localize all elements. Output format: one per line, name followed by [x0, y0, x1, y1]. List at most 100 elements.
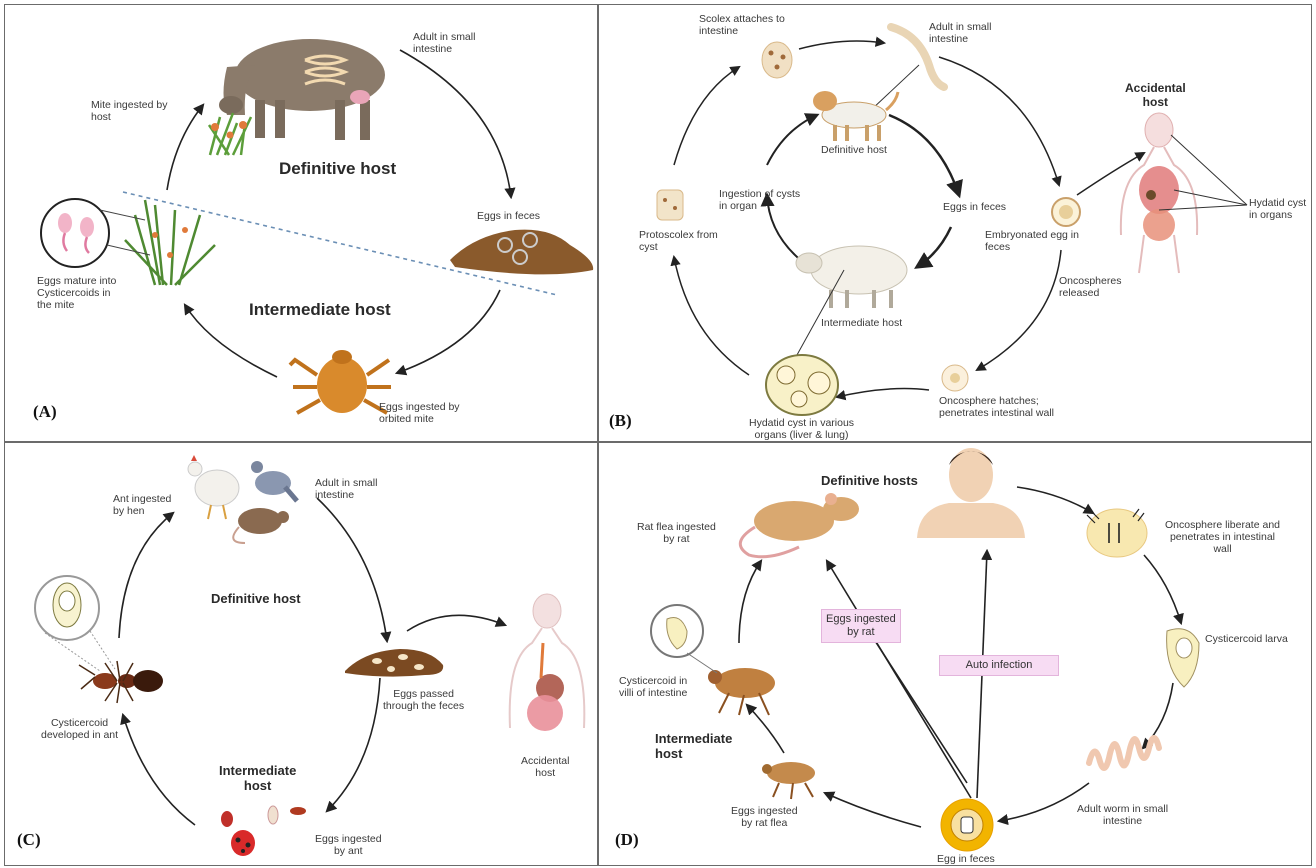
arrow-scolex-to-adult — [799, 41, 884, 49]
panel-d: Definitive hosts Rat flea ingested by ra… — [598, 442, 1312, 866]
panel-label-c: (C) — [17, 830, 41, 850]
panel-c: Ant ingested by hen Adult in small intes… — [4, 442, 598, 866]
arrow-adult-to-feces-c — [317, 498, 387, 641]
mite-icon — [290, 350, 391, 413]
panel-a-graphics — [5, 5, 597, 441]
pointer-line-adult — [871, 65, 919, 110]
arrow-grass-to-cow — [167, 105, 203, 190]
panel-b: Scolex attaches to intestine Adult in sm… — [598, 4, 1312, 442]
arrow-egg-to-rat — [827, 561, 971, 798]
panel-d-graphics — [599, 443, 1311, 865]
arrow-ingestion-to-dog — [767, 115, 817, 165]
label-adult-worm: Adult worm in small intestine — [1077, 803, 1168, 827]
rat-icon-c — [233, 508, 289, 543]
panel-b-graphics — [599, 5, 1311, 441]
label-cysticercoid-villi: Cysticercoid in villi of intestine — [619, 675, 687, 699]
label-adult-small-intestine-b: Adult in small intestine — [929, 21, 991, 45]
hen-icon — [188, 455, 239, 519]
label-egg-in-feces: Egg in feces — [937, 853, 995, 865]
arrow-cyst-to-protoscolex — [674, 257, 749, 375]
panel-label-a: (A) — [33, 402, 57, 422]
label-mite-ingested: Mite ingested by host — [91, 99, 167, 123]
label-eggs-ingested-ant: Eggs ingested by ant — [315, 833, 382, 857]
label-oncosphere-hatches: Oncosphere hatches; penetrates intestina… — [939, 395, 1054, 419]
label-hydatid-various: Hydatid cyst in various organs (liver & … — [749, 417, 854, 441]
arrow-egg-to-oncosphere — [977, 250, 1061, 370]
grass-top-icon — [209, 113, 251, 155]
protoscolex-icon — [657, 190, 683, 220]
label-accidental-host-b: Accidental host — [1125, 81, 1186, 109]
label-intermediate-host: Intermediate host — [249, 300, 391, 320]
adult-worm-icon — [1089, 738, 1159, 768]
label-eggs-ingested-mite: Eggs ingested by orbited mite — [379, 401, 460, 425]
human-accidental-host-icon — [1121, 113, 1247, 273]
ant-icon — [79, 661, 163, 703]
label-adult-small-intestine: Adult in small intestine — [413, 31, 475, 55]
rat-flea-icon — [762, 762, 815, 799]
label-eggs-in-feces: Eggs in feces — [477, 210, 540, 222]
panel-label-b: (B) — [609, 411, 632, 431]
label-cysticercoid-ant: Cysticercoid developed in ant — [41, 717, 118, 741]
label-ant-ingested-hen: Ant ingested by hen — [113, 493, 171, 517]
scolex-icon — [762, 42, 792, 78]
human-definitive-host-icon — [917, 448, 1025, 538]
dog-icon — [813, 91, 898, 141]
label-oncosphere-liberate: Oncosphere liberate and penetrates in in… — [1165, 519, 1280, 555]
label-hydatid-organs: Hydatid cyst in organs — [1249, 197, 1306, 221]
label-definitive-host-c: Definitive host — [211, 591, 301, 606]
arrow-dog-to-eggs — [889, 115, 959, 195]
arrow-feces-to-ant-c — [327, 678, 380, 811]
label-eggs-in-feces-b: Eggs in feces — [943, 201, 1006, 213]
feces-icon — [450, 230, 593, 275]
oncosphere-icon — [942, 365, 968, 391]
insects-icon — [221, 806, 306, 856]
label-intermediate-host-d: Intermediate host — [655, 731, 732, 761]
label-definitive-hosts: Definitive hosts — [821, 473, 918, 488]
label-embryonated-egg: Embryonated egg in feces — [985, 229, 1079, 253]
label-cysticercoid-larva: Cysticercoid larva — [1205, 633, 1288, 645]
rat-icon-d — [740, 493, 859, 557]
grass-mite-icon — [125, 200, 215, 285]
magnifier-cysticercoid-icon — [41, 199, 150, 267]
sheep-icon — [796, 246, 907, 308]
arrow-feces-to-mite — [397, 290, 500, 373]
arrow-feces-to-accidental-c — [407, 615, 505, 631]
oncosphere-icon-d — [1087, 509, 1147, 557]
egg-icon-d — [941, 799, 993, 851]
label-eggs-passed: Eggs passed through the feces — [383, 688, 464, 712]
cysticercoid-larva-icon — [1167, 629, 1199, 687]
label-definitive-host: Definitive host — [279, 159, 396, 179]
label-ingestion-cysts: Ingestion of cysts in organ — [719, 188, 800, 212]
box-eggs-ingested-rat: Eggs ingested by rat — [821, 609, 901, 643]
arrow-oncosphere-to-cyst — [837, 389, 929, 397]
arrow-protoscolex-to-scolex — [674, 67, 739, 165]
hydatid-cyst-icon — [766, 355, 838, 415]
label-eggs-mature: Eggs mature into Cysticercoids in the mi… — [37, 275, 116, 311]
label-adult-small-intestine-c: Adult in small intestine — [315, 477, 377, 501]
arrow-flea-to-rat — [739, 561, 761, 643]
arrow-human-to-oncosphere — [1017, 487, 1093, 513]
arrow-ant-to-hen-c — [119, 513, 173, 638]
label-eggs-ingested-flea: Eggs ingested by rat flea — [731, 805, 798, 829]
label-definitive-host-b: Definitive host — [821, 144, 887, 156]
arrow-adult-to-egg — [999, 783, 1089, 821]
arrow-ant-to-cysticercoid-c — [123, 715, 195, 825]
arrow-adult-to-egg — [939, 57, 1059, 185]
arrow-adult-to-feces — [400, 50, 511, 197]
label-intermediate-host-b: Intermediate host — [821, 317, 902, 329]
box-auto-infection: Auto infection — [939, 655, 1059, 676]
human-accidental-host-icon-c — [510, 594, 585, 731]
pigeon-icon — [251, 461, 297, 501]
arrow-oncosphere-to-larva — [1144, 555, 1181, 623]
label-protoscolex: Protoscolex from cyst — [639, 229, 718, 253]
panel-label-d: (D) — [615, 830, 639, 850]
label-accidental-host-c: Accidental host — [521, 755, 569, 779]
label-rat-flea-ingested: Rat flea ingested by rat — [637, 521, 716, 545]
label-intermediate-host-c: Intermediate host — [219, 763, 296, 793]
arrow-eggs-to-sheep — [917, 227, 951, 267]
panel-a: Adult in small intestine Mite ingested b… — [4, 4, 598, 442]
embryonated-egg-icon — [1052, 198, 1080, 226]
label-oncospheres-released: Oncospheres released — [1059, 275, 1121, 299]
arrow-flea-to-larva-flea — [747, 705, 784, 753]
panel-c-graphics — [5, 443, 597, 865]
